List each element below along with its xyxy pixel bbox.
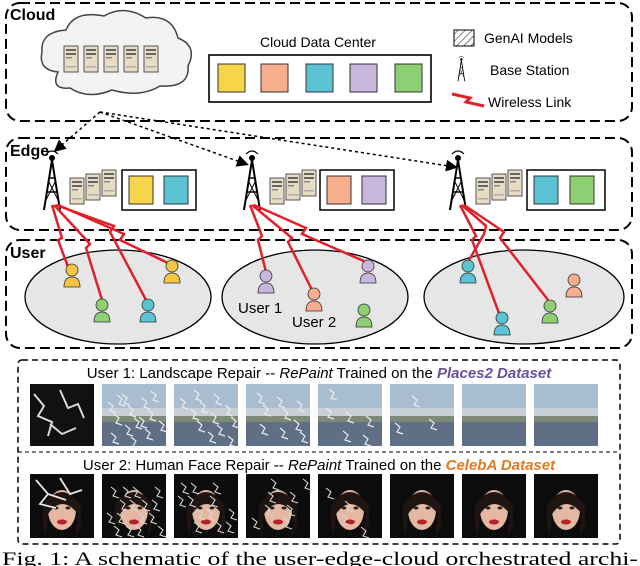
edge3-model-blue xyxy=(533,175,559,205)
cloud-layer-box xyxy=(5,2,633,122)
user-cluster-1 xyxy=(24,249,212,345)
wireless-link-legend-icon xyxy=(451,92,485,108)
user-2-label: User 2 xyxy=(292,314,336,331)
landscape-thumbnail xyxy=(30,384,94,446)
cloud-layer-label: Cloud xyxy=(10,7,55,24)
face-thumbnail xyxy=(390,474,454,538)
row1-title: User 1: Landscape Repair -- RePaint Trai… xyxy=(87,365,552,382)
edge-layer-label: Edge xyxy=(10,143,49,160)
edge2-model-purple xyxy=(361,175,387,205)
user-1-label: User 1 xyxy=(238,300,282,317)
edge3-model-green xyxy=(569,175,595,205)
edge-node-1 xyxy=(43,150,197,211)
legend: GenAI Models Base Station Wireless Link xyxy=(451,29,573,110)
face-thumbnail xyxy=(246,474,312,538)
row2-title: User 2: Human Face Repair -- RePaint Tra… xyxy=(83,457,556,474)
landscape-thumbnail xyxy=(462,384,526,446)
genai-legend-icon xyxy=(453,29,475,47)
cloud-to-edge-links xyxy=(53,111,458,172)
edge-node-3 xyxy=(449,150,606,211)
user-layer-box xyxy=(5,239,633,349)
cloud-model-blue xyxy=(305,63,334,93)
base-station-icon xyxy=(449,150,467,211)
face-thumbnail xyxy=(318,474,382,539)
cloud-model-yellow xyxy=(217,63,246,93)
edge-layer-box xyxy=(5,137,633,231)
legend-genai-label: GenAI Models xyxy=(484,30,573,46)
legend-base-station-label: Base Station xyxy=(490,62,569,78)
edge1-model-yellow xyxy=(128,175,154,205)
legend-wireless-link-label: Wireless Link xyxy=(488,94,572,110)
user-cluster-3 xyxy=(423,249,625,345)
base-station-icon xyxy=(243,150,261,211)
landscape-thumbnail xyxy=(102,384,168,449)
figure-caption: Fig. 1: A schematic of the user-edge-clo… xyxy=(2,549,638,566)
face-thumbnail xyxy=(462,474,526,538)
landscape-thumbnail xyxy=(174,384,240,448)
cloud-data-center-label: Cloud Data Center xyxy=(260,34,376,50)
base-station-legend-icon xyxy=(457,55,466,82)
landscape-thumbnail xyxy=(534,384,598,446)
edge2-model-orange xyxy=(326,175,352,205)
landscape-thumbnail xyxy=(246,384,310,446)
cloud-model-green xyxy=(394,63,423,93)
user-layer-label: User xyxy=(10,245,46,262)
landscape-thumbnail xyxy=(390,384,454,446)
cloud-icon xyxy=(40,9,193,96)
landscape-thumbnail xyxy=(318,384,382,447)
face-thumbnail xyxy=(30,474,94,538)
edge-node-2 xyxy=(243,150,395,211)
face-thumbnail xyxy=(534,474,598,538)
edge1-model-blue xyxy=(163,175,189,205)
wireless-links xyxy=(50,203,549,317)
landscape-image-strip xyxy=(30,384,598,449)
cloud-model-purple xyxy=(349,63,378,93)
cloud-model-orange xyxy=(260,63,289,93)
face-thumbnail xyxy=(174,474,238,538)
face-image-strip xyxy=(30,474,598,539)
face-thumbnail xyxy=(102,474,167,538)
